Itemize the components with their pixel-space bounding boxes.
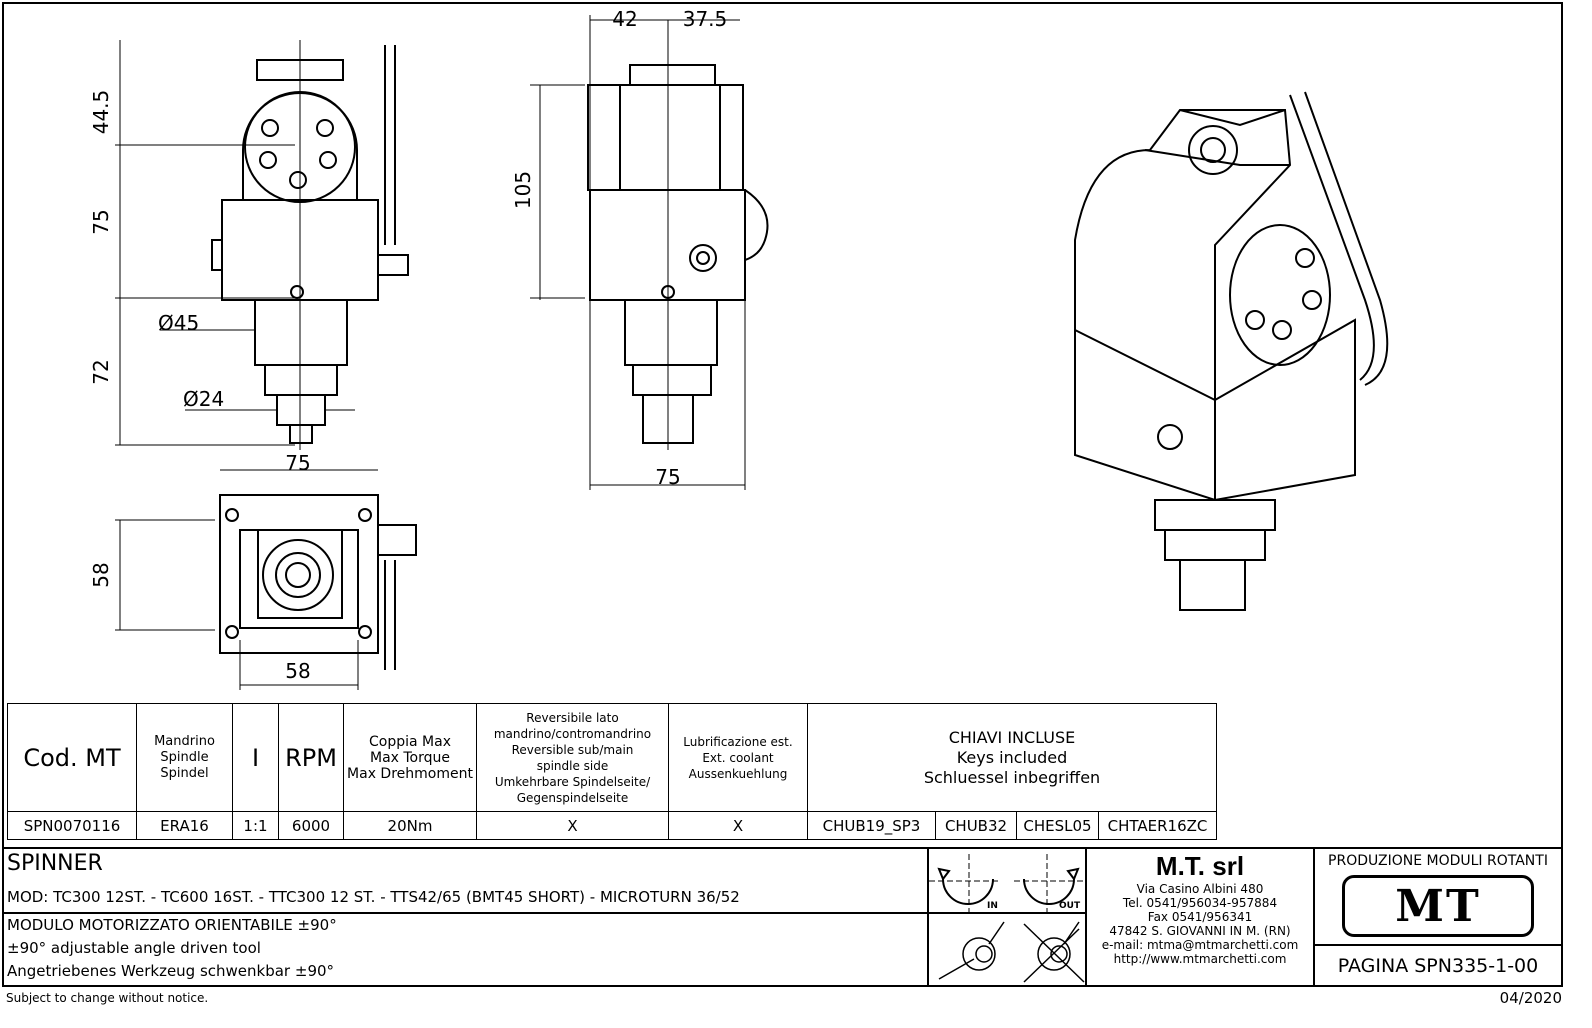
mt-logo: MT	[1342, 875, 1534, 937]
desc-english: ±90° adjustable angle driven tool	[7, 939, 261, 957]
header-keys-en: Keys included	[956, 747, 1068, 767]
header-torque-it: Coppia Max	[369, 733, 451, 750]
side-view	[530, 15, 769, 490]
logo-text: MT	[1395, 880, 1481, 932]
header-coolant-en: Ext. coolant	[702, 750, 774, 765]
cell-key-2: CHUB32	[935, 811, 1017, 840]
key-usage-box	[927, 912, 1087, 987]
cell-torque: 20Nm	[343, 811, 477, 840]
company-city: 47842 S. GIOVANNI IN M. (RN)	[1109, 924, 1291, 938]
header-rpm: RPM	[278, 703, 344, 812]
rotation-arrows-icon	[929, 854, 1085, 912]
header-rev-3: spindle side	[536, 758, 609, 773]
header-coolant-it: Lubrificazione est.	[683, 734, 793, 749]
cell-coolant: X	[668, 811, 808, 840]
dim-top-width: 75	[285, 451, 310, 475]
cell-code: SPN0070116	[7, 811, 137, 840]
header-rev-2: Reversible sub/main	[511, 742, 634, 757]
division-box: PRODUZIONE MODULI ROTANTI MT	[1313, 847, 1563, 946]
dim-front-shank: 72	[89, 359, 113, 384]
header-torque-de: Max Drehmoment	[347, 765, 473, 782]
dim-top-bottom: 58	[285, 659, 310, 683]
key-usage-icon	[938, 921, 1085, 983]
header-ratio: I	[232, 703, 279, 812]
company-box: M.T. srl Via Casino Albini 480 Tel. 0541…	[1085, 847, 1315, 987]
header-spindle-it: Mandrino	[154, 733, 215, 749]
header-rev-5: Gegenspindelseite	[516, 790, 629, 805]
dim-side-height: 105	[511, 171, 535, 209]
company-tel: Tel. 0541/956034-957884	[1122, 896, 1278, 910]
rotation-in-label: IN	[987, 901, 998, 911]
rotation-out-label: OUT	[1059, 901, 1081, 911]
cell-rpm: 6000	[278, 811, 344, 840]
header-spindle-en: Spindle	[160, 749, 209, 765]
company-address: Via Casino Albini 480	[1136, 882, 1264, 896]
header-rev-0: Reversibile lato	[526, 710, 619, 725]
dim-dia-24: Ø24	[183, 387, 224, 411]
header-keys-it: CHIAVI INCLUSE	[948, 727, 1076, 747]
cell-reversible: X	[476, 811, 669, 840]
cell-key-3: CHESL05	[1016, 811, 1099, 840]
title-desc-box: MODULO MOTORIZZATO ORIENTABILE ±90° ±90°…	[2, 912, 929, 987]
top-view	[115, 469, 417, 690]
desc-german: Angetriebenes Werkzeug schwenkbar ±90°	[7, 962, 335, 980]
table-row: SPN0070116 ERA16 1:1 6000 20Nm X X CHUB1…	[7, 811, 1217, 840]
isometric-view	[1074, 91, 1389, 611]
title-name-box: SPINNER MOD: TC300 12ST. - TC600 16ST. -…	[2, 847, 929, 914]
page-number-box: PAGINA SPN335-1-00	[1313, 944, 1563, 987]
dim-front-top: 44.5	[89, 90, 113, 135]
cell-key-4: CHTAER16ZC	[1098, 811, 1217, 840]
dim-side-right: 37.5	[683, 7, 728, 31]
technical-drawing: 44.5 75 72 Ø45 Ø24 42 37.5 105 75 75 58 …	[89, 7, 1389, 690]
dim-top-height: 58	[89, 562, 113, 587]
rotation-direction-box: IN OUT	[927, 847, 1087, 914]
header-rev-4: Umkehrbare Spindelseite/	[494, 774, 651, 789]
front-view	[115, 40, 409, 450]
compatible-models: MOD: TC300 12ST. - TC600 16ST. - TTC300 …	[7, 888, 740, 906]
change-notice: Subject to change without notice.	[6, 991, 209, 1005]
cell-spindle: ERA16	[136, 811, 233, 840]
dim-front-body: 75	[89, 209, 113, 234]
cell-key-1: CHUB19_SP3	[807, 811, 936, 840]
company-email[interactable]: e-mail: mtma@mtmarchetti.com	[1101, 938, 1299, 952]
header-spindle-de: Spindel	[160, 765, 209, 781]
dim-dia-45: Ø45	[158, 311, 199, 335]
dim-side-width: 75	[655, 465, 680, 489]
header-torque-en: Max Torque	[369, 749, 450, 766]
company-fax: Fax 0541/956341	[1147, 910, 1253, 924]
header-keys-de: Schluessel inbegriffen	[923, 767, 1101, 787]
cell-ratio: 1:1	[232, 811, 279, 840]
header-rev-1: mandrino/contromandrino	[493, 726, 652, 741]
page-number: PAGINA SPN335-1-00	[1337, 955, 1539, 977]
dim-side-left: 42	[612, 7, 637, 31]
header-coolant-de: Aussenkuehlung	[688, 766, 788, 781]
division-label: PRODUZIONE MODULI ROTANTI	[1328, 853, 1548, 869]
product-name: SPINNER	[7, 851, 103, 876]
company-name: M.T. srl	[1155, 851, 1245, 881]
company-website[interactable]: http://www.mtmarchetti.com	[1113, 952, 1287, 966]
revision-date: 04/2020	[1499, 989, 1562, 1007]
header-code: Cod. MT	[7, 703, 137, 812]
desc-italian: MODULO MOTORIZZATO ORIENTABILE ±90°	[7, 916, 337, 934]
